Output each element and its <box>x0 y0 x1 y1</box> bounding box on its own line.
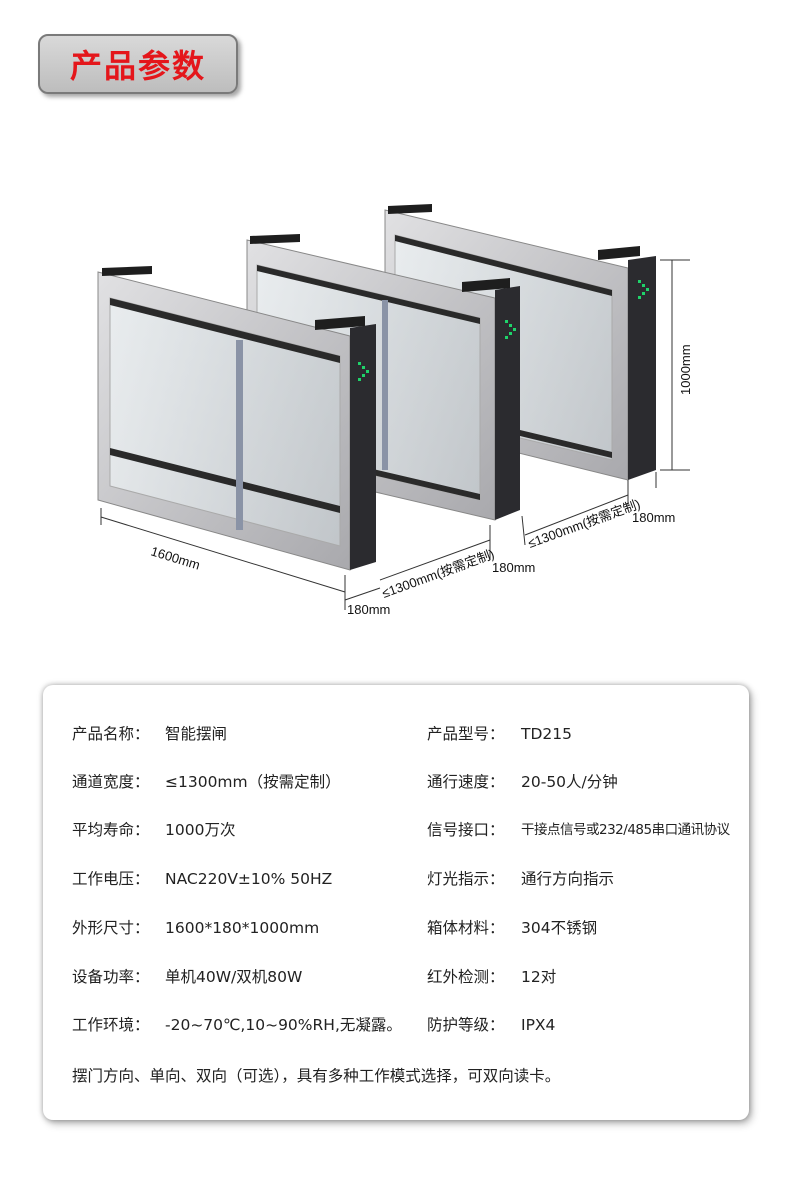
spec-row: 工作电压： NAC220V±10% 50HZ 灯光指示： 通行方向指示 <box>43 864 749 894</box>
spec-row: 外形尺寸： 1600*180*1000mm 箱体材料： 304不锈钢 <box>43 913 749 943</box>
spec-value: 单机40W/双机80W <box>165 968 303 986</box>
spec-key: 产品名称： <box>72 725 150 743</box>
spec-value: 12对 <box>521 968 557 986</box>
spec-key: 工作电压： <box>72 870 150 888</box>
spec-row: 通道宽度： ≤1300mm（按需定制） 通行速度： 20-50人/分钟 <box>43 767 749 797</box>
spec-key: 箱体材料： <box>427 919 505 937</box>
spec-row: 平均寿命： 1000万次 信号接口： 干接点信号或232/485串口通讯协议 <box>43 815 749 845</box>
dim-channel-back: ≤1300mm(按需定制) <box>526 496 642 551</box>
spec-value: TD215 <box>521 725 572 743</box>
spec-value: 智能摆闸 <box>165 725 228 743</box>
spec-value: NAC220V±10% 50HZ <box>165 870 333 888</box>
dim-cabinet-back: 180mm <box>632 510 675 525</box>
spec-key: 平均寿命： <box>72 821 150 839</box>
spec-value: 1000万次 <box>165 821 236 839</box>
title-badge: 产品参数 <box>38 34 238 94</box>
spec-value: 1600*180*1000mm <box>165 919 320 937</box>
spec-key: 工作环境： <box>72 1016 150 1034</box>
spec-value: 通行方向指示 <box>521 870 615 888</box>
dim-cabinet-middle: 180mm <box>492 560 535 575</box>
spec-card: 产品名称： 智能摆闸 产品型号： TD215 通道宽度： ≤1300mm（按需定… <box>43 685 749 1120</box>
spec-key: 通行速度： <box>427 773 505 791</box>
spec-value: IPX4 <box>521 1016 556 1034</box>
dim-cabinet-front: 180mm <box>347 602 390 617</box>
spec-row: 产品名称： 智能摆闸 产品型号： TD215 <box>43 719 749 749</box>
page-title: 产品参数 <box>69 47 206 85</box>
spec-value: -20~70℃,10~90%RH,无凝露。 <box>165 1016 402 1034</box>
spec-key: 设备功率： <box>72 968 150 986</box>
spec-row: 工作环境： -20~70℃,10~90%RH,无凝露。 防护等级： IPX4 <box>43 1010 749 1040</box>
turnstile-illustration: 1600mm 180mm ≤1300mm(按需定制) 180mm ≤1300mm… <box>97 204 693 617</box>
spec-key: 通道宽度： <box>72 773 150 791</box>
spec-note: 摆门方向、单向、双向（可选），具有多种工作模式选择，可双向读卡。 <box>72 1067 561 1085</box>
spec-value: 干接点信号或232/485串口通讯协议 <box>521 822 730 838</box>
spec-key: 产品型号： <box>427 725 505 743</box>
spec-key: 防护等级： <box>427 1016 505 1034</box>
spec-key: 外形尺寸： <box>72 919 150 937</box>
spec-value: 20-50人/分钟 <box>521 773 618 791</box>
spec-value: ≤1300mm（按需定制） <box>165 773 341 791</box>
spec-key: 灯光指示： <box>427 870 505 888</box>
dim-length: 1600mm <box>149 544 202 573</box>
turnstile-front <box>97 266 376 571</box>
spec-value: 304不锈钢 <box>521 919 598 937</box>
spec-key: 信号接口： <box>427 821 505 839</box>
dim-height: 1000mm <box>678 344 693 395</box>
spec-key: 红外检测： <box>427 968 505 986</box>
spec-row: 设备功率： 单机40W/双机80W 红外检测： 12对 <box>43 962 749 992</box>
